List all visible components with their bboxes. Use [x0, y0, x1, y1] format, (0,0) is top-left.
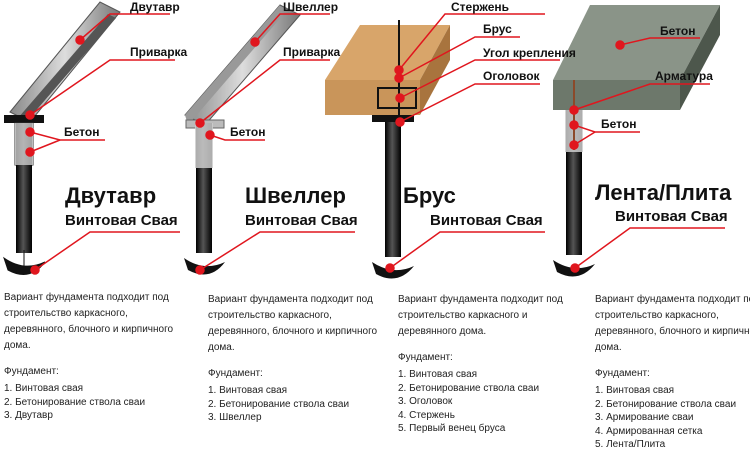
description-text: Вариант фундамента подходит под строител…: [208, 294, 378, 353]
callout-concrete: Бетон: [230, 125, 266, 139]
callout-timber: Брус: [483, 22, 512, 36]
list-item: 4. Стержень: [398, 409, 455, 421]
list-item: 3. Двутавр: [4, 410, 53, 421]
description-text: Вариант фундамента подходит под строител…: [398, 294, 563, 337]
list-item: 1. Винтовая свая: [595, 385, 675, 396]
callout-pile-cap: Оголовок: [483, 69, 540, 83]
callout-corner-bracket: Угол крепления: [483, 46, 576, 60]
list-item: 3. Оголовок: [398, 396, 453, 407]
callout-i-beam: Двутавр: [130, 0, 180, 14]
column-description: Вариант фундамента подходит под строител…: [4, 290, 184, 423]
list-item: 5. Лента/Плита: [595, 439, 666, 450]
callout-rebar: Арматура: [655, 69, 713, 83]
list-item: 2. Бетонирование ствола сваи: [208, 398, 350, 410]
callout-lines: [25, 13, 725, 275]
column-description: Вариант фундамента подходит под строител…: [398, 292, 578, 436]
callout-welding: Приварка: [283, 45, 341, 59]
list-title: Фундамент:: [4, 366, 59, 377]
column-title: Лента/Плита: [595, 180, 732, 205]
column-subtitle: Винтовая Свая: [245, 212, 358, 229]
callout-concrete: Бетон: [660, 24, 696, 38]
list-item: 5. Первый венец бруса: [398, 423, 506, 434]
callout-channel: Швеллер: [283, 0, 339, 14]
column-subtitle: Винтовая Свая: [65, 212, 178, 229]
column-subtitle: Винтовая Свая: [615, 208, 728, 225]
column-subtitle: Винтовая Свая: [430, 212, 543, 229]
list-item: 4. Армированная сетка: [595, 425, 703, 437]
timber-pile-illustration: [325, 20, 450, 279]
list-item: 3. Армирование сваи: [595, 412, 694, 423]
column-description: Вариант фундамента подходит под строител…: [595, 292, 750, 452]
i-beam-pile-illustration: [3, 1, 121, 275]
list-item: 1. Винтовая свая: [4, 383, 84, 394]
list-item: 1. Винтовая свая: [398, 369, 478, 380]
list-item: 3. Швеллер: [208, 412, 262, 423]
slab-pile-illustration: [553, 5, 720, 277]
column-description: Вариант фундамента подходит под строител…: [208, 292, 388, 425]
list-item: 1. Винтовая свая: [208, 385, 288, 396]
description-text: Вариант фундамента подходит под строител…: [4, 292, 174, 351]
list-title: Фундамент:: [595, 368, 650, 379]
callout-rod: Стержень: [451, 0, 510, 14]
list-item: 2. Бетонирование ствола сваи: [4, 396, 146, 408]
list-title: Фундамент:: [208, 368, 263, 379]
list-title: Фундамент:: [398, 352, 453, 363]
description-text: Вариант фундамента подходит под строител…: [595, 294, 750, 353]
callout-welding: Приварка: [130, 45, 188, 59]
list-item: 2. Бетонирование ствола сваи: [398, 382, 540, 394]
list-item: 2. Бетонирование ствола сваи: [595, 398, 737, 410]
callout-concrete: Бетон: [601, 117, 637, 131]
callout-concrete: Бетон: [64, 125, 100, 139]
column-title: Двутавр: [65, 183, 157, 208]
column-title: Швеллер: [245, 183, 346, 208]
column-title: Брус: [403, 183, 456, 208]
